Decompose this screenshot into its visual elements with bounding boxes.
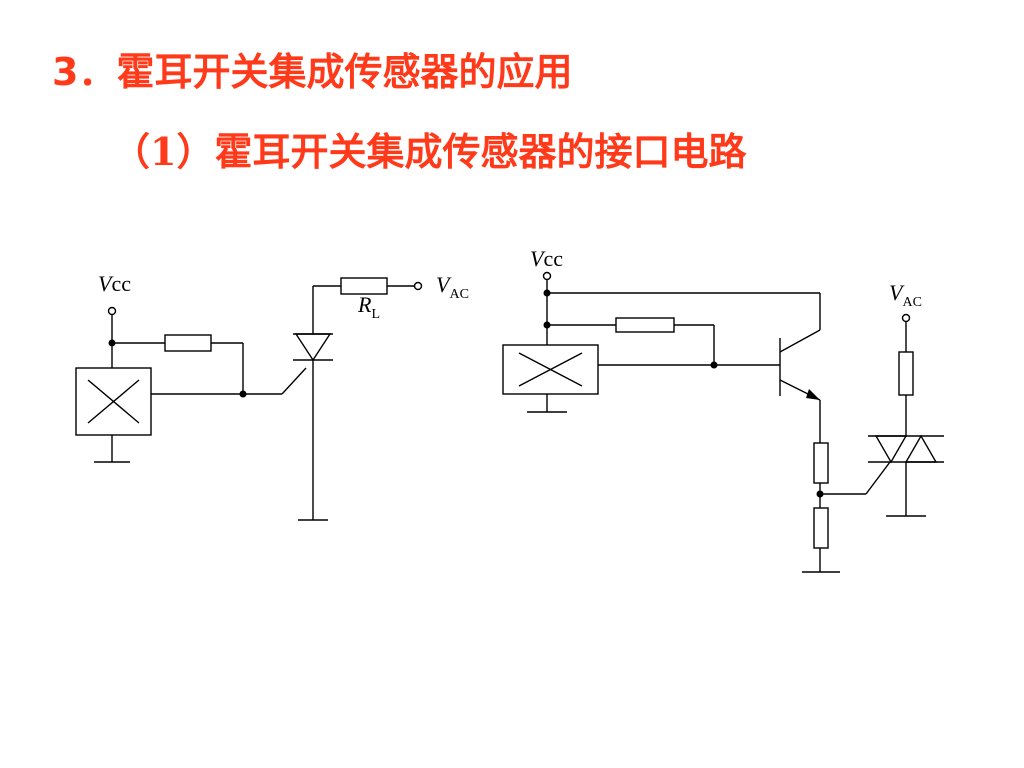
- left-circuit: Vcc RL: [75, 271, 469, 521]
- right-load-resistor: [898, 351, 914, 396]
- left-output-node: [239, 390, 247, 398]
- slide-subtitle: （1）霍耳开关集成传感器的接口电路: [112, 129, 747, 174]
- right-vac-terminal: [901, 313, 911, 323]
- left-vcc-label: Vcc: [98, 271, 131, 296]
- right-circuit: Vcc: [502, 246, 944, 573]
- left-hall-sensor: [75, 367, 152, 436]
- left-triac: [293, 286, 333, 520]
- right-pullup-resistor: [615, 317, 675, 333]
- right-emitter-resistor: [813, 442, 829, 484]
- left-rl-label: RL: [357, 292, 380, 322]
- slide-title: 3．霍耳开关集成传感器的应用: [52, 50, 573, 94]
- right-hall-sensor: [502, 344, 599, 395]
- right-transistor: [779, 329, 821, 401]
- right-triac: [868, 434, 944, 464]
- right-vcc-label: Vcc: [530, 246, 563, 271]
- left-vac-label: VAC: [436, 272, 469, 302]
- left-vcc-terminal: [107, 306, 117, 316]
- right-divider-resistor: [813, 507, 829, 549]
- left-vac-terminal: [413, 281, 423, 291]
- right-output-node: [710, 361, 718, 369]
- right-vac-label: VAC: [889, 280, 922, 310]
- right-vcc-terminal: [542, 271, 552, 281]
- left-pullup-resistor: [164, 334, 212, 352]
